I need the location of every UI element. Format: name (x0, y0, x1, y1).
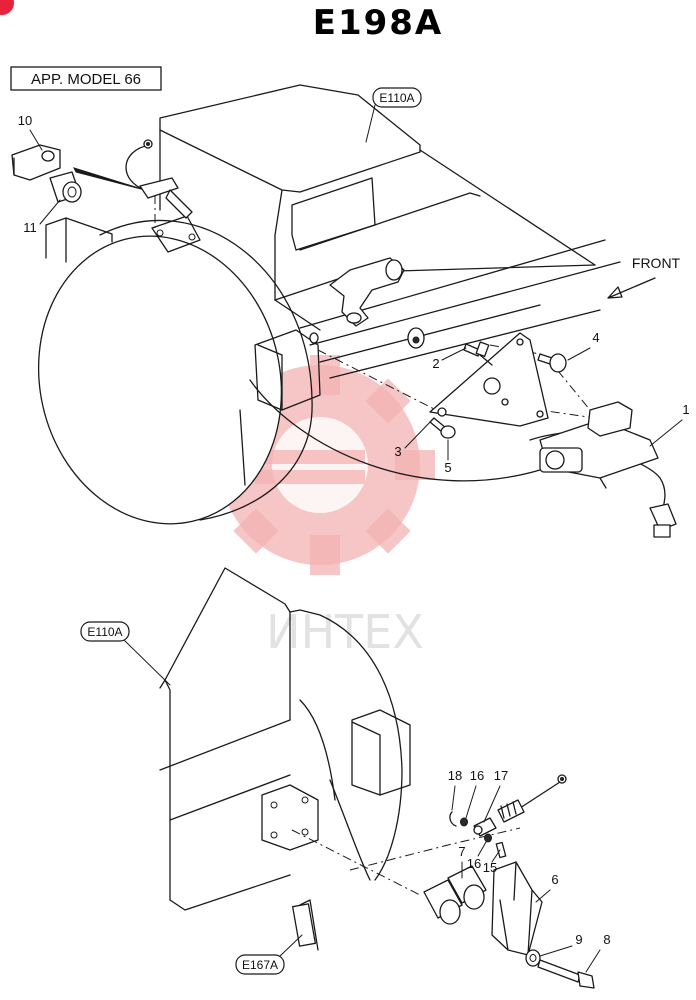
part-1-stop-solenoid (539, 401, 677, 538)
svg-text:E110A: E110A (379, 91, 414, 105)
svg-text:18: 18 (448, 768, 462, 783)
corner-badge (0, 0, 14, 15)
svg-text:6: 6 (551, 872, 558, 887)
part-6-cable-bracket (491, 861, 543, 956)
ref-label-e167a: E167A (235, 934, 303, 975)
svg-text:4: 4 (592, 330, 599, 345)
engine-body-top (159, 84, 621, 379)
svg-text:16: 16 (470, 768, 484, 783)
watermark-text: ИНТЕХ (266, 605, 424, 659)
callout-9: 9 (539, 932, 583, 957)
part-15-pin (495, 841, 507, 859)
svg-text:5: 5 (444, 460, 451, 475)
callout-4: 4 (567, 330, 600, 361)
page-title: E198A (313, 3, 444, 43)
part-3-mounting-bracket (429, 332, 549, 427)
part-7-rubber-bushing (423, 865, 487, 925)
svg-text:1: 1 (682, 402, 689, 417)
svg-text:10: 10 (18, 113, 32, 128)
part-8-bolt (537, 959, 595, 989)
callout-16-upper: 16 (465, 768, 484, 819)
svg-text:2: 2 (432, 356, 439, 371)
svg-text:E167A: E167A (242, 958, 278, 972)
part-5-bolt (429, 417, 456, 439)
svg-text:11: 11 (23, 220, 37, 235)
model-note-box (10, 66, 162, 91)
callout-6: 6 (535, 872, 559, 903)
part-16-washer-lower (484, 833, 492, 843)
callout-10: 10 (18, 113, 43, 151)
svg-text:3: 3 (394, 444, 401, 459)
ref-label-e110a-top: E110A (365, 87, 422, 143)
part-11-bushing (49, 171, 82, 203)
model-note: APP. MODEL 66 (31, 71, 141, 88)
alignment-line (489, 344, 591, 411)
svg-text:8: 8 (603, 932, 610, 947)
throttle-cable-end (497, 774, 567, 823)
front-direction-arrow (607, 277, 656, 299)
control-cable (125, 144, 151, 191)
alignment-line (291, 829, 421, 896)
alignment-line (317, 349, 441, 413)
svg-text:15: 15 (483, 860, 497, 875)
callout-8: 8 (585, 932, 611, 973)
callout-18: 18 (448, 768, 462, 811)
svg-text:9: 9 (575, 932, 582, 947)
engine-body-bottom (159, 567, 411, 951)
svg-text:16: 16 (467, 856, 481, 871)
callout-16-lower: 16 (467, 841, 487, 871)
callout-2: 2 (432, 347, 467, 371)
ref-label-e110a-bottom: E110A (80, 621, 171, 686)
assembly-arrow (73, 167, 146, 191)
callout-7: 7 (458, 844, 466, 879)
callout-1: 1 (649, 402, 690, 447)
cable-end-fitting (139, 139, 193, 219)
part-2-bolt (463, 341, 490, 357)
callout-11: 11 (23, 199, 61, 235)
part-9-washer (525, 949, 541, 967)
svg-text:17: 17 (494, 768, 508, 783)
front-direction-label: FRONT (632, 255, 681, 271)
part-16-washer (460, 817, 468, 827)
svg-text:E110A: E110A (87, 625, 122, 639)
callout-17: 17 (483, 768, 508, 823)
callout-15: 15 (483, 849, 501, 875)
part-4-bolt (537, 353, 567, 373)
callout-5: 5 (444, 439, 452, 475)
linkage-lever (329, 257, 405, 327)
alignment-line (349, 827, 521, 871)
part-18-split-pin (449, 811, 457, 827)
flywheel-housing-top (37, 215, 425, 525)
svg-text:7: 7 (458, 844, 465, 859)
callout-3: 3 (394, 417, 435, 459)
part-10-cable-clamp (11, 144, 61, 181)
